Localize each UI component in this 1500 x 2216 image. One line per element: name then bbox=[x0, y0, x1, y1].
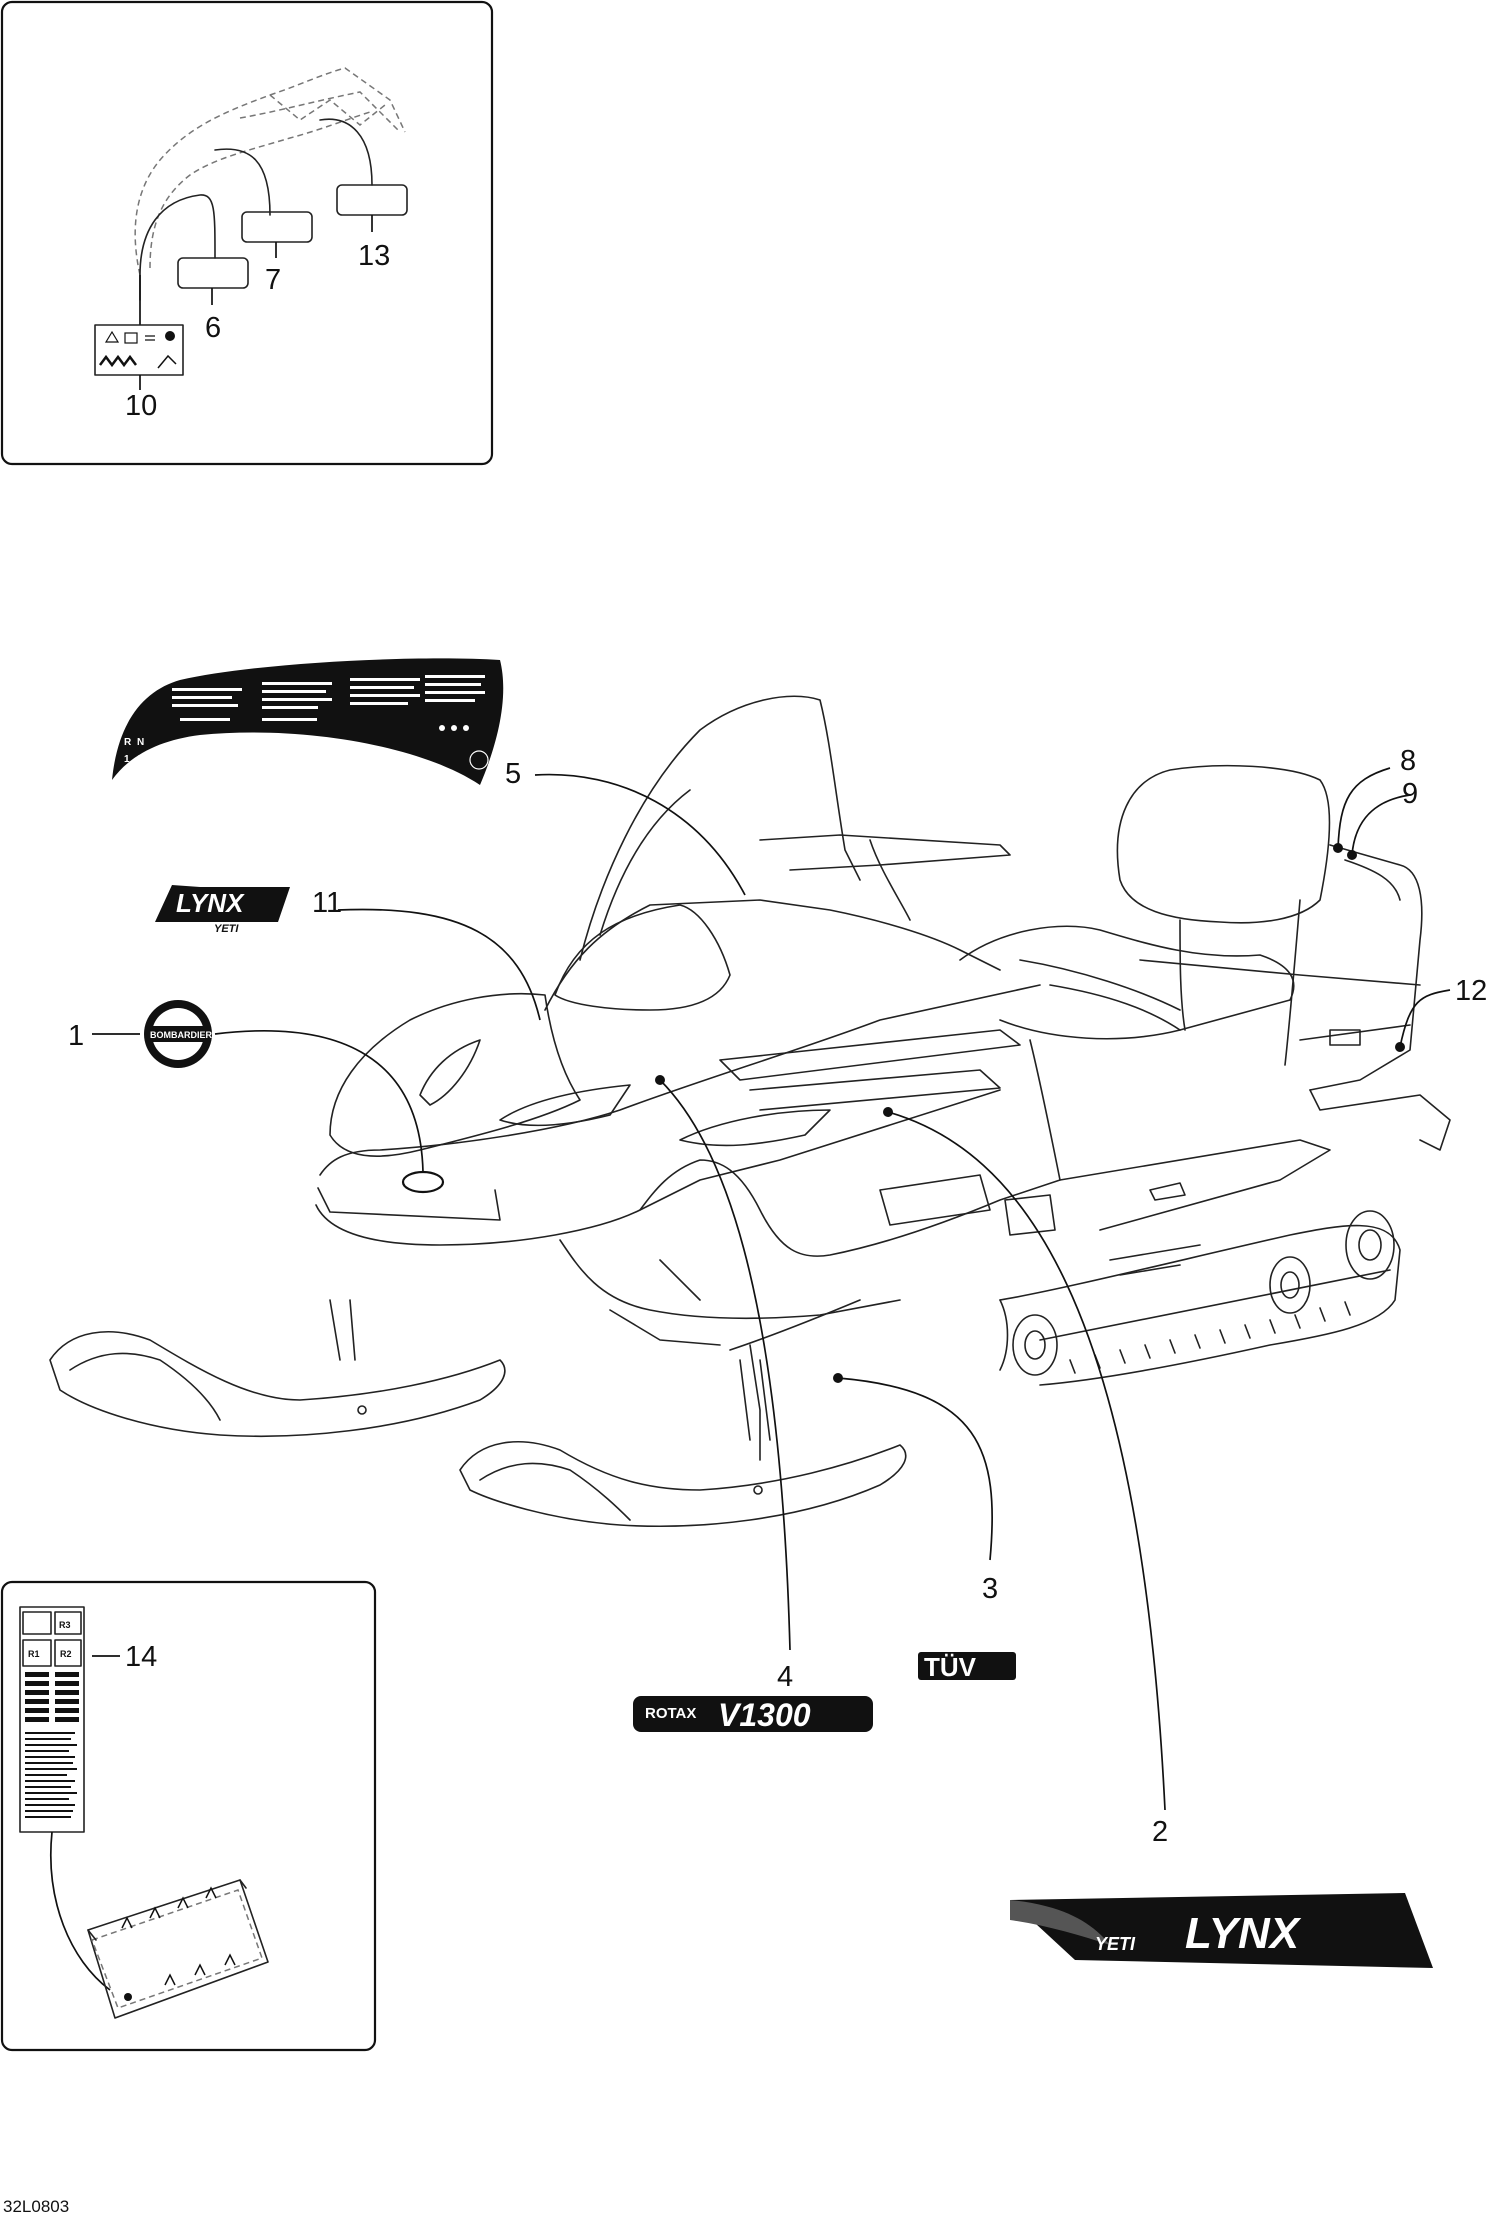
lynx-yeti-small-decal: LYNX YETI bbox=[155, 885, 290, 935]
hood-warning-decal: R N 1 2 bbox=[112, 658, 504, 785]
tuv-decal: TÜV bbox=[918, 1652, 1016, 1682]
shifter-r: R bbox=[124, 737, 132, 748]
callout-6: 6 bbox=[205, 312, 221, 344]
callout-3: 3 bbox=[982, 1573, 998, 1605]
inset-fuse-box: R3 R1 R2 14 bbox=[0, 1580, 377, 2052]
reference-code: 32L0803 bbox=[3, 2197, 69, 2216]
callout-2: 2 bbox=[1152, 1816, 1168, 1848]
callout-14: 14 bbox=[125, 1641, 157, 1673]
callout-10: 10 bbox=[125, 390, 157, 422]
callout-11: 11 bbox=[312, 887, 342, 919]
inset-windshield: 6 7 13 10 bbox=[0, 0, 494, 466]
rotax-model: V1300 bbox=[718, 1697, 811, 1733]
snowmobile-drawing bbox=[49, 695, 1451, 1527]
rotax-brand: ROTAX bbox=[645, 1705, 696, 1722]
callout-7: 7 bbox=[265, 264, 281, 296]
shifter-1: 1 bbox=[124, 754, 130, 765]
callout-4: 4 bbox=[777, 1661, 793, 1693]
rotax-decal: ROTAX V1300 bbox=[633, 1696, 873, 1733]
callout-9: 9 bbox=[1402, 778, 1418, 810]
shifter-n: N bbox=[137, 737, 144, 748]
yeti-small-text: YETI bbox=[214, 923, 239, 935]
callout-5: 5 bbox=[505, 758, 521, 790]
lynx-large-text: LYNX bbox=[1185, 1909, 1302, 1958]
callout-12: 12 bbox=[1455, 975, 1487, 1007]
callout-1: 1 bbox=[68, 1020, 84, 1052]
yeti-large-text: YETI bbox=[1095, 1934, 1136, 1954]
leader-lines bbox=[92, 767, 1451, 1811]
callout-8: 8 bbox=[1400, 745, 1416, 777]
fuse-r2: R2 bbox=[60, 1649, 72, 1659]
callout-13: 13 bbox=[358, 240, 390, 272]
warning-label-10 bbox=[94, 324, 184, 376]
shifter-2: 2 bbox=[137, 754, 143, 765]
fuse-r3: R3 bbox=[59, 1620, 71, 1630]
tuv-text: TÜV bbox=[924, 1652, 977, 1682]
emblem-text: BOMBARDIER bbox=[150, 1030, 212, 1040]
fuse-r1: R1 bbox=[28, 1649, 40, 1659]
lynx-small-text: LYNX bbox=[176, 888, 245, 918]
yeti-lynx-large-decal: YETI LYNX bbox=[1010, 1893, 1433, 1968]
bombardier-emblem: BOMBARDIER bbox=[144, 1000, 212, 1068]
